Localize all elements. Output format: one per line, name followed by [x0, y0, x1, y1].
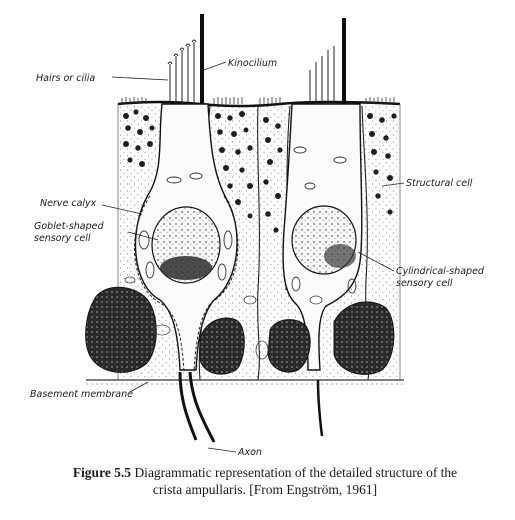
- kinocilium: [200, 14, 346, 104]
- label-basement-membrane: Basement membrane: [30, 389, 133, 400]
- label-structural-cell: Structural cell: [406, 178, 473, 189]
- basement-membrane: [86, 379, 404, 385]
- label-goblet-1: Goblet-shaped: [34, 221, 105, 232]
- caption-figure-number: Figure 5.5: [72, 465, 132, 480]
- figure-caption: Figure 5.5 Diagrammatic representation o…: [40, 464, 490, 498]
- label-axon: Axon: [237, 447, 262, 458]
- label-kinocilium: Kinocilium: [228, 58, 277, 69]
- label-hairs: Hairs or cilia: [36, 73, 95, 84]
- labels: Hairs or cilia Kinocilium Nerve calyx Go…: [30, 58, 485, 458]
- leader-lines: [101, 61, 405, 453]
- caption-line-2: crista ampullaris. [From Engström, 1961]: [152, 482, 378, 497]
- axons: [178, 371, 324, 443]
- cylindrical-sensory-cell: [282, 103, 363, 371]
- structural-cell-granules: [123, 109, 397, 233]
- label-cylindrical-2: sensory cell: [396, 278, 453, 289]
- label-cylindrical-1: Cylindrical-shaped: [396, 266, 485, 277]
- hairs-or-cilia: [167, 39, 335, 104]
- label-nerve-calyx: Nerve calyx: [40, 198, 97, 209]
- caption-line-1: Diagrammatic representation of the detai…: [134, 465, 458, 480]
- basal-nuclei: [85, 286, 395, 375]
- goblet-sensory-cell: [134, 103, 239, 373]
- label-goblet-2: sensory cell: [34, 233, 91, 244]
- lower-cell-fragments: [124, 276, 323, 360]
